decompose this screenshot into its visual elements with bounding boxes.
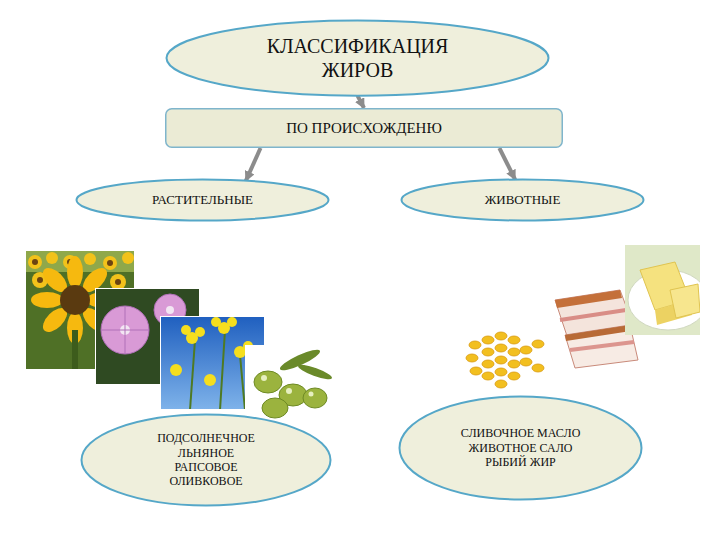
- arrow-connector: [499, 148, 515, 180]
- node-text: РЫБИЙ ЖИР: [485, 455, 555, 469]
- ellipse-shape: [167, 20, 549, 95]
- butter-photo: [625, 245, 700, 335]
- arrow-connector: [358, 96, 365, 108]
- arrow-connector: [246, 148, 261, 181]
- examples-ellipse: ПОДСОЛНЕЧНОЕЛЬНЯНОЕРАПСОВОЕОЛИВКОВОЕ: [80, 413, 332, 507]
- fish-oil-photo: [460, 315, 550, 395]
- ellipse-shape: [77, 180, 329, 221]
- examples-ellipse: СЛИВОЧНОЕ МАСЛОЖИВОТНОЕ САЛОРЫБИЙ ЖИР: [398, 395, 643, 501]
- node-body: ПО ПРОИСХОЖДЕНЮ: [165, 108, 563, 148]
- category-ellipse: ЖИВОТНЫЕ: [400, 178, 645, 222]
- ellipse-shape: [402, 180, 644, 221]
- node-text: РАСТИТЕЛЬНЫЕ: [152, 192, 253, 208]
- node-text: ЛЬНЯНОЕ: [178, 446, 234, 460]
- olive-photo: [245, 345, 335, 425]
- title-ellipse: КЛАССИФИКАЦИЯ ЖИРОВ: [165, 19, 550, 97]
- ellipse-shape: [82, 415, 331, 506]
- node-text: СЛИВОЧНОЕ МАСЛО: [461, 426, 581, 440]
- category-ellipse: РАСТИТЕЛЬНЫЕ: [75, 178, 330, 222]
- ellipse-shape: [400, 397, 642, 500]
- node-text: ПО ПРОИСХОЖДЕНЮ: [286, 119, 442, 137]
- node-text: РАПСОВОЕ: [174, 460, 237, 474]
- node-body: КЛАССИФИКАЦИЯ ЖИРОВ: [165, 19, 550, 97]
- node-body: ЖИВОТНЫЕ: [400, 178, 645, 222]
- node-text: ПОДСОЛНЕЧНОЕ: [157, 431, 255, 445]
- node-text: ЖИВОТНОЕ САЛО: [469, 441, 573, 455]
- node-body: СЛИВОЧНОЕ МАСЛОЖИВОТНОЕ САЛОРЫБИЙ ЖИР: [398, 395, 643, 501]
- box-shape: [166, 109, 563, 148]
- node-text: КЛАССИФИКАЦИЯ ЖИРОВ: [248, 34, 468, 82]
- node-text: ЖИВОТНЫЕ: [485, 192, 561, 208]
- node-body: ПОДСОЛНЕЧНОЕЛЬНЯНОЕРАПСОВОЕОЛИВКОВОЕ: [80, 413, 332, 507]
- criterion-box: ПО ПРОИСХОЖДЕНЮ: [165, 108, 563, 148]
- node-body: РАСТИТЕЛЬНЫЕ: [75, 178, 330, 222]
- node-text: ОЛИВКОВОЕ: [169, 474, 242, 488]
- ellipse-outline: [165, 19, 550, 97]
